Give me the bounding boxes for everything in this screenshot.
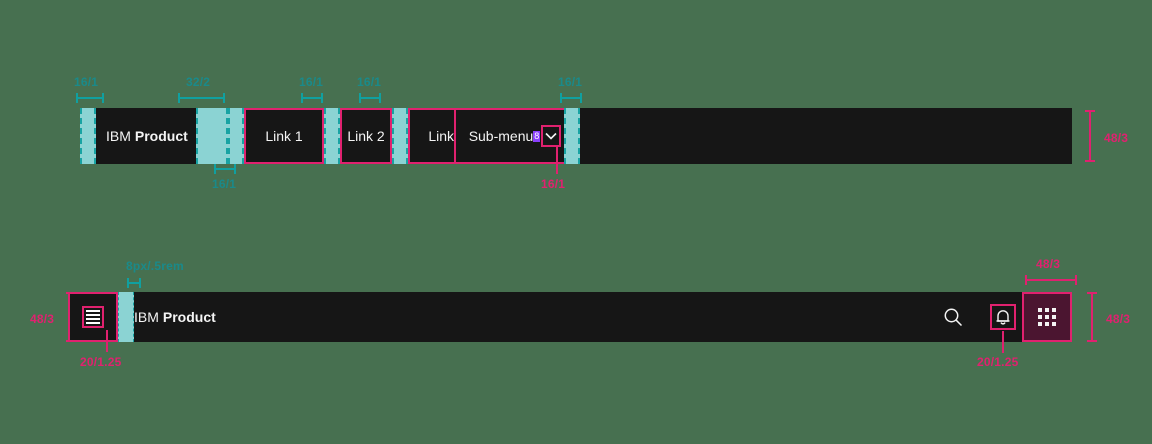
- annotation-menu-icon-size-label: 20/1.25: [80, 355, 122, 369]
- search-icon: [942, 306, 964, 328]
- annotation-chevron-size-label: 16/1: [541, 177, 566, 191]
- spacer-between-link1-link2: [324, 108, 340, 164]
- spacer-after-submenu: [564, 108, 580, 164]
- annotation-top-before-links-label: 16/1: [299, 75, 324, 89]
- nav-link-2[interactable]: Link 2: [340, 108, 392, 164]
- annotation-switcher-height-label: 48/3: [1106, 312, 1131, 326]
- brand-prefix-bottom: IBM: [134, 309, 159, 325]
- annotation-chevron-leader-line: [556, 146, 558, 174]
- annotation-switcher-width-label: 48/3: [1036, 257, 1061, 271]
- spacer-between-link2-link3: [392, 108, 408, 164]
- brand-product: Product: [134, 128, 188, 144]
- app-switcher-grid-icon: [1038, 308, 1056, 326]
- annotation-top-under-brand-bracket: [214, 164, 236, 174]
- nav-link-1[interactable]: Link 1: [244, 108, 324, 164]
- annotation-bell-icon-size-label: 20/1.25: [977, 355, 1019, 369]
- annotation-top-height-label: 48/3: [1104, 131, 1129, 145]
- annotation-bottom-gap-label: 8px/.5rem: [126, 259, 184, 273]
- brand-prefix: IBM: [106, 128, 131, 144]
- annotation-top-between-links-label: 16/1: [357, 75, 382, 89]
- annotation-top-after-submenu-label: 16/1: [558, 75, 583, 89]
- spacer-after-menu-button: [118, 292, 134, 342]
- annotation-top-height-bracket: [1085, 110, 1095, 162]
- annotation-top-after-submenu-bracket: [560, 93, 582, 103]
- annotation-top-under-brand-label: 16/1: [212, 177, 237, 191]
- spacer-before-links: [228, 108, 244, 164]
- annotation-top-left-gutter-label: 16/1: [74, 75, 99, 89]
- annotation-switcher-height-bracket: [1087, 292, 1097, 342]
- brand-product-bottom: Product: [162, 309, 216, 325]
- search-button[interactable]: [928, 292, 978, 342]
- annotation-bottom-left-height-label: 48/3: [30, 312, 55, 326]
- notifications-button[interactable]: [978, 292, 1028, 342]
- nav-submenu-badge: 8: [533, 130, 541, 142]
- chevron-down-icon[interactable]: [541, 125, 562, 147]
- annotation-menu-icon-leader-line: [106, 330, 108, 352]
- app-switcher-button[interactable]: [1022, 292, 1072, 342]
- bell-icon: [990, 304, 1016, 330]
- spacer-left-gutter: [80, 108, 96, 164]
- annotation-top-left-gutter-bracket: [76, 93, 104, 103]
- menu-button[interactable]: [68, 292, 118, 342]
- annotation-top-before-links-bracket: [301, 93, 323, 103]
- nav-submenu-label: Sub-menu: [468, 128, 534, 144]
- nav-link-1-label: Link 1: [265, 128, 303, 144]
- hamburger-menu-icon: [82, 306, 104, 328]
- annotation-top-after-brand-bracket: [178, 93, 225, 103]
- nav-link-2-label: Link 2: [347, 128, 385, 144]
- annotation-top-after-brand-label: 32/2: [186, 75, 211, 89]
- annotation-bottom-gap-bracket: [127, 278, 141, 288]
- annotation-switcher-width-bracket: [1025, 275, 1077, 285]
- annotation-bell-icon-leader-line: [1002, 331, 1004, 353]
- spacer-after-brand: [196, 108, 228, 164]
- annotation-top-between-links-bracket: [359, 93, 381, 103]
